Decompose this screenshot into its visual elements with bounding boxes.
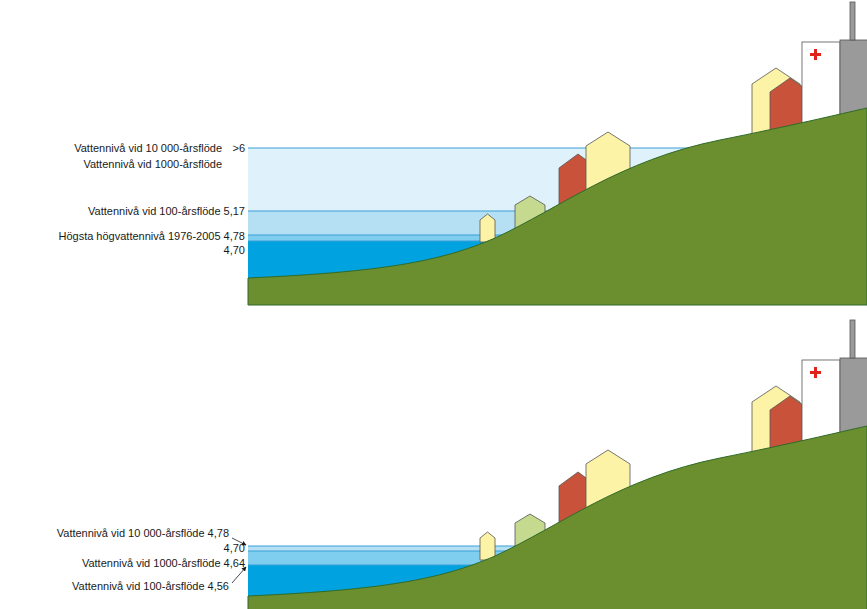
leader-arrow [232,567,246,583]
water-level-label: Vattennivå vid 100-årsflöde 4,56 [72,580,229,593]
water-level-label: Vattennivå vid 100-årsflöde 5,17 [88,205,245,218]
water-level-label: Vattennivå vid 10 000-årsflöde [74,142,222,155]
water-level-label: Högsta högvattennivå 1976-2005 4,78 [58,230,245,243]
water-level-label: >6 [232,142,245,155]
water-level-label: Vattennivå vid 1000-årsflöde 4,64 [82,557,245,570]
water-level-label: 4,70 [224,244,245,257]
water-level-label: Vattennivå vid 10 000-årsflöde 4,78 [57,527,229,540]
water-level-label: 4,70 [224,542,245,555]
water-level-label: Vattennivå vid 1000-årsflöde [83,158,222,171]
